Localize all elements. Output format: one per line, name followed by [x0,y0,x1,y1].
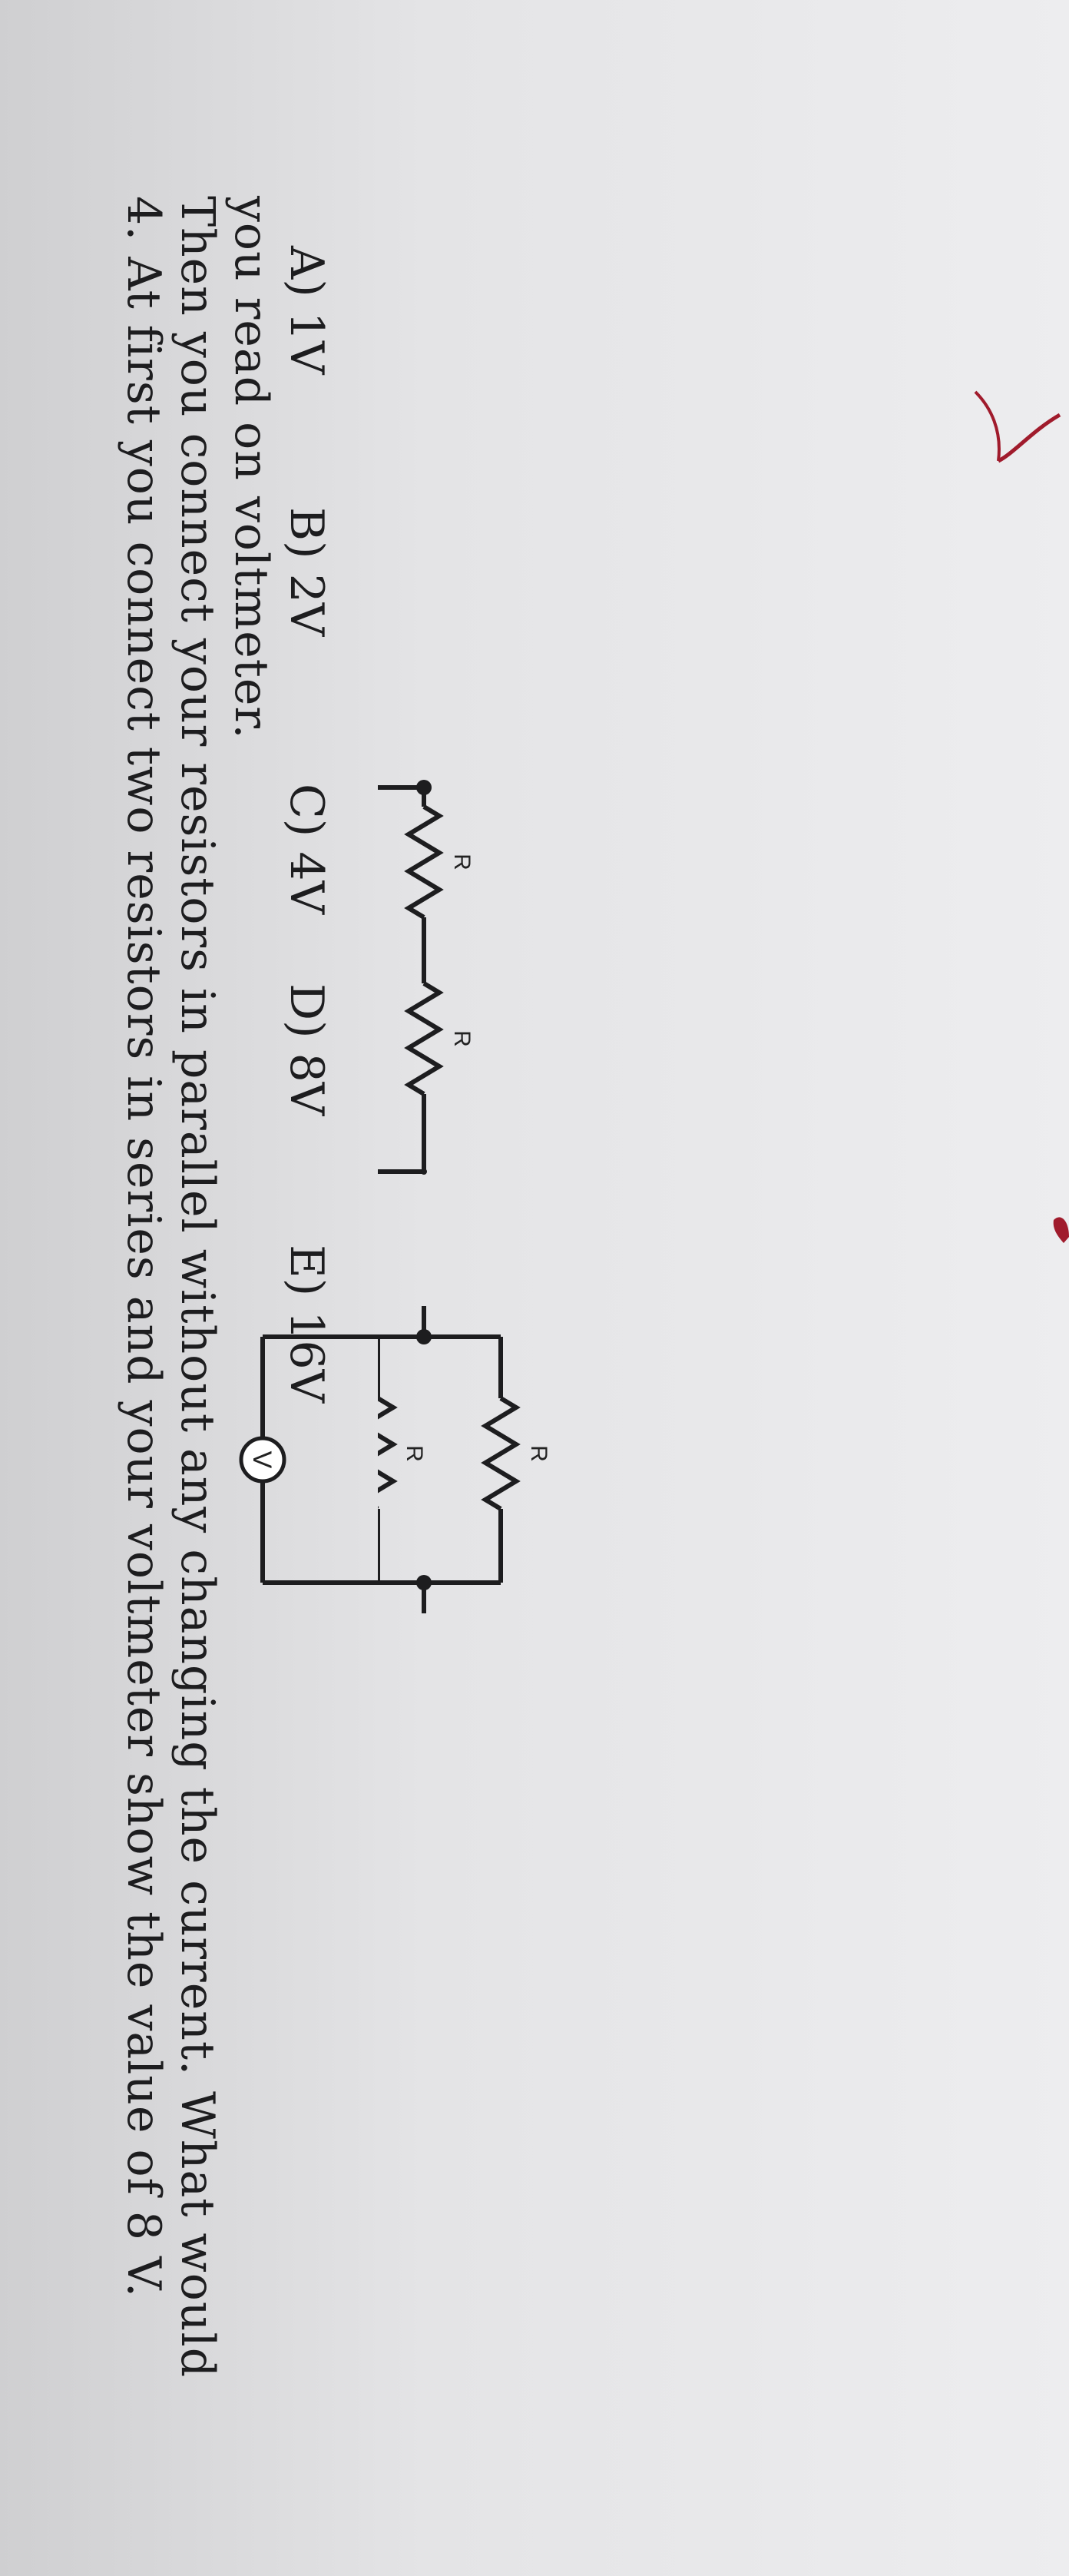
series-resistor-1 [404,804,444,920]
question-line-1: 4. At first you connect two resistors in… [117,196,170,2299]
series-resistor-2-label: R [449,1030,475,1047]
series-circuit: V R R [378,780,475,1175]
parallel-voltmeter-loop: V [239,1334,378,1585]
option-a: A) 1V [280,246,333,375]
parallel-resistor-1-label: R [526,1445,551,1462]
option-c: C) 4V [280,784,333,914]
option-d: D) 8V [280,983,333,1116]
parallel-resistor-1 [481,1396,521,1511]
parallel-voltmeter [239,1436,286,1484]
series-resistor-1-label: R [449,854,475,870]
series-resistor-2 [404,981,444,1096]
question-line-2: Then you connect your resistors in paral… [170,196,224,2379]
parallel-circuit: R R [378,1306,551,1613]
option-b: B) 2V [280,507,333,637]
parallel-resistor-2-label: R [402,1445,427,1462]
parallel-resistor-2 [378,1396,398,1511]
parallel-voltmeter-label: V [247,1451,276,1469]
question-line-3: you read on voltmeter. [224,196,278,740]
